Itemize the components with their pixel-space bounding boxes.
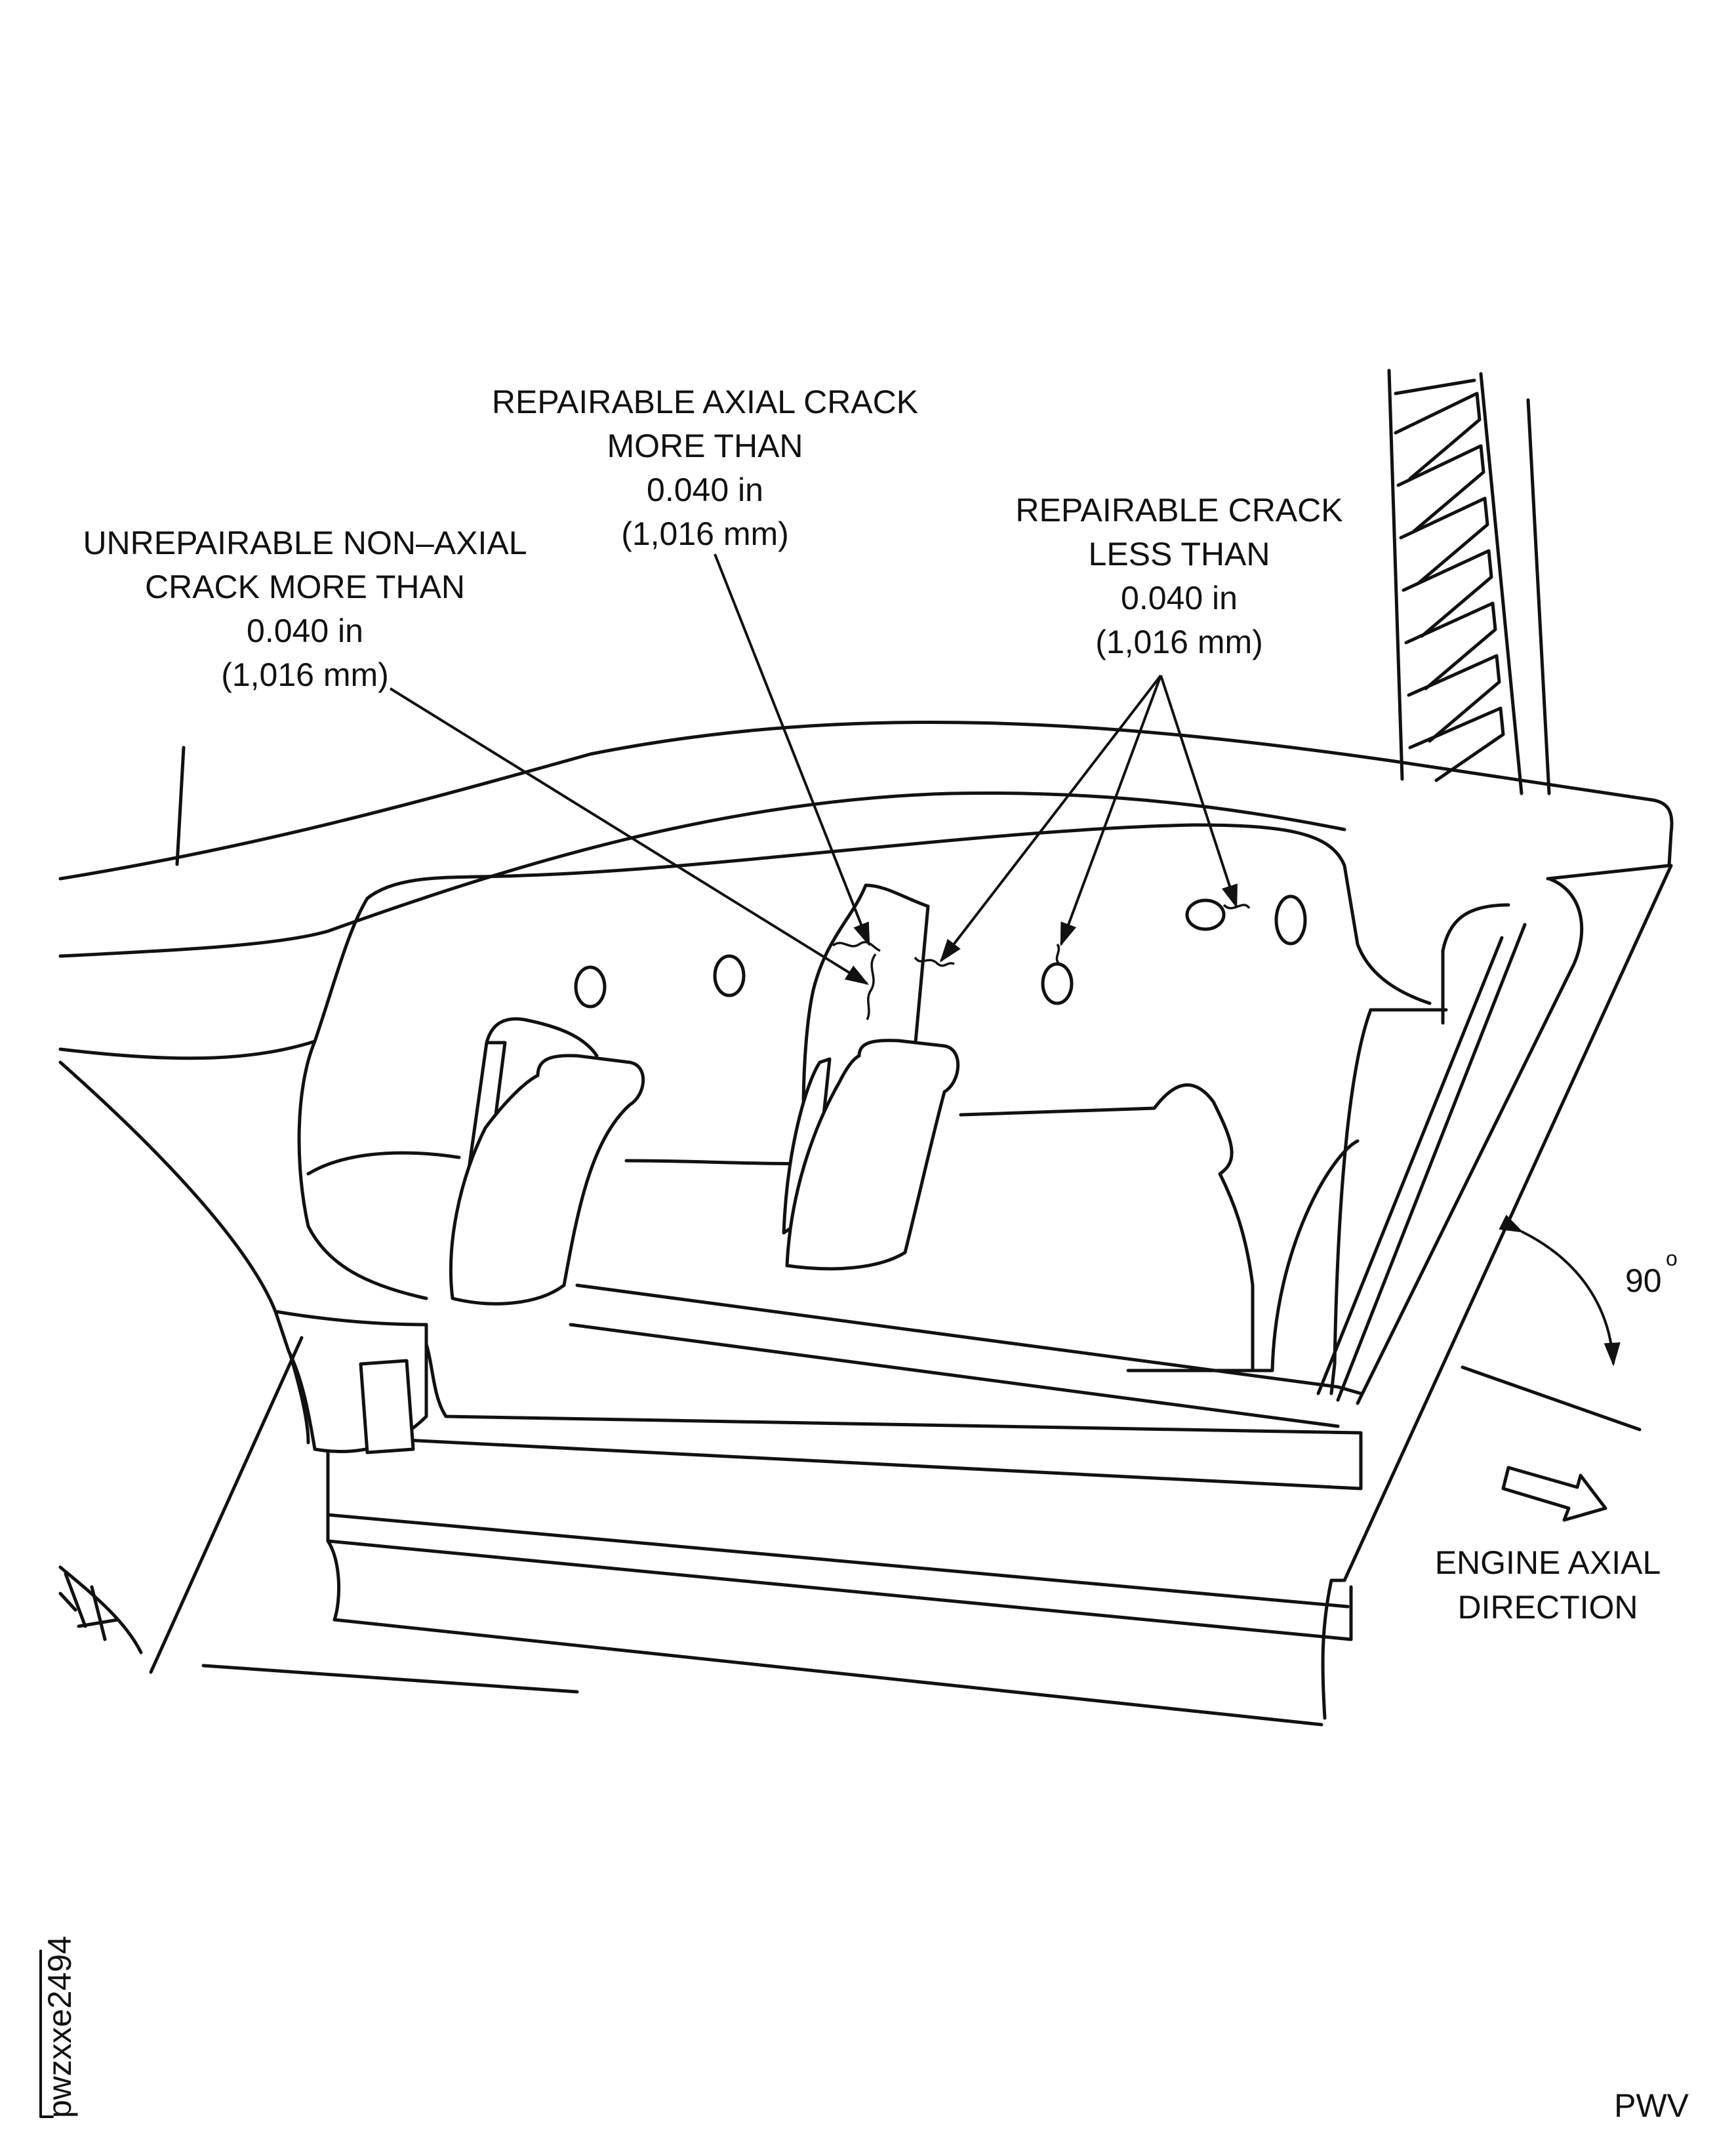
callout-line: 0.040 in (1121, 580, 1238, 616)
vane-comb-structure (1387, 369, 1551, 795)
callout-line: 0.040 in (647, 471, 763, 508)
figure-id: pwzxxe2494 (39, 1936, 78, 2118)
center-boss (782, 883, 960, 1271)
less-leader-2 (1060, 675, 1162, 947)
angle-label: 90 o (1625, 1247, 1678, 1299)
angle-indicator (1461, 1214, 1642, 1432)
small-crack-2 (1055, 943, 1060, 965)
callout-line: (1,016 mm) (1095, 624, 1263, 660)
hole-4 (1041, 962, 1074, 1005)
hole-6 (1274, 894, 1307, 946)
callout-line: MORE THAN (607, 428, 803, 464)
base-rails (326, 1283, 1363, 1727)
direction-label: ENGINE AXIAL DIRECTION (1435, 1544, 1661, 1626)
engine-direction-arrow-icon (1501, 1466, 1607, 1522)
hole-5 (1185, 898, 1226, 931)
direction-line: ENGINE AXIAL (1435, 1544, 1661, 1581)
figure-id-bracket (39, 1950, 54, 2118)
callout-line: CRACK MORE THAN (145, 569, 465, 605)
callout-line: REPAIRABLE CRACK (1015, 492, 1342, 529)
nonaxial-crack (866, 953, 877, 1020)
callout-line: 0.040 in (247, 612, 363, 649)
less-leader-3 (1160, 675, 1238, 909)
callout-repairable-less: REPAIRABLE CRACK LESS THAN 0.040 in (1,0… (1015, 492, 1342, 660)
figure-id-text: pwzxxe2494 (41, 1936, 78, 2118)
angle-unit: o (1666, 1247, 1678, 1270)
direction-line: DIRECTION (1458, 1589, 1638, 1626)
hole-1 (574, 965, 607, 1009)
support-plate (297, 823, 1432, 1372)
callout-line: LESS THAN (1089, 536, 1270, 572)
axial-leader (714, 553, 870, 947)
left-clamp (58, 1060, 579, 1694)
angle-value: 90 (1625, 1262, 1662, 1299)
callout-unrepairable-nonaxial: UNREPAIRABLE NON–AXIAL CRACK MORE THAN 0… (83, 525, 527, 693)
callout-repairable-axial: REPAIRABLE AXIAL CRACK MORE THAN 0.040 i… (492, 384, 918, 552)
callout-line: REPAIRABLE AXIAL CRACK (492, 384, 918, 420)
small-crack-1 (914, 956, 955, 967)
callout-leaders (389, 553, 1238, 985)
left-boss (449, 1017, 645, 1306)
housing-outline (58, 720, 1674, 1582)
hole-2 (713, 954, 746, 997)
callout-line: UNREPAIRABLE NON–AXIAL (83, 525, 527, 561)
corner-code: PWV (1614, 2087, 1689, 2124)
less-leader-1 (939, 674, 1162, 963)
plate-holes (574, 894, 1307, 1009)
callout-line: (1,016 mm) (221, 656, 389, 693)
nonaxial-leader (389, 687, 870, 985)
callout-line: (1,016 mm) (621, 515, 789, 552)
